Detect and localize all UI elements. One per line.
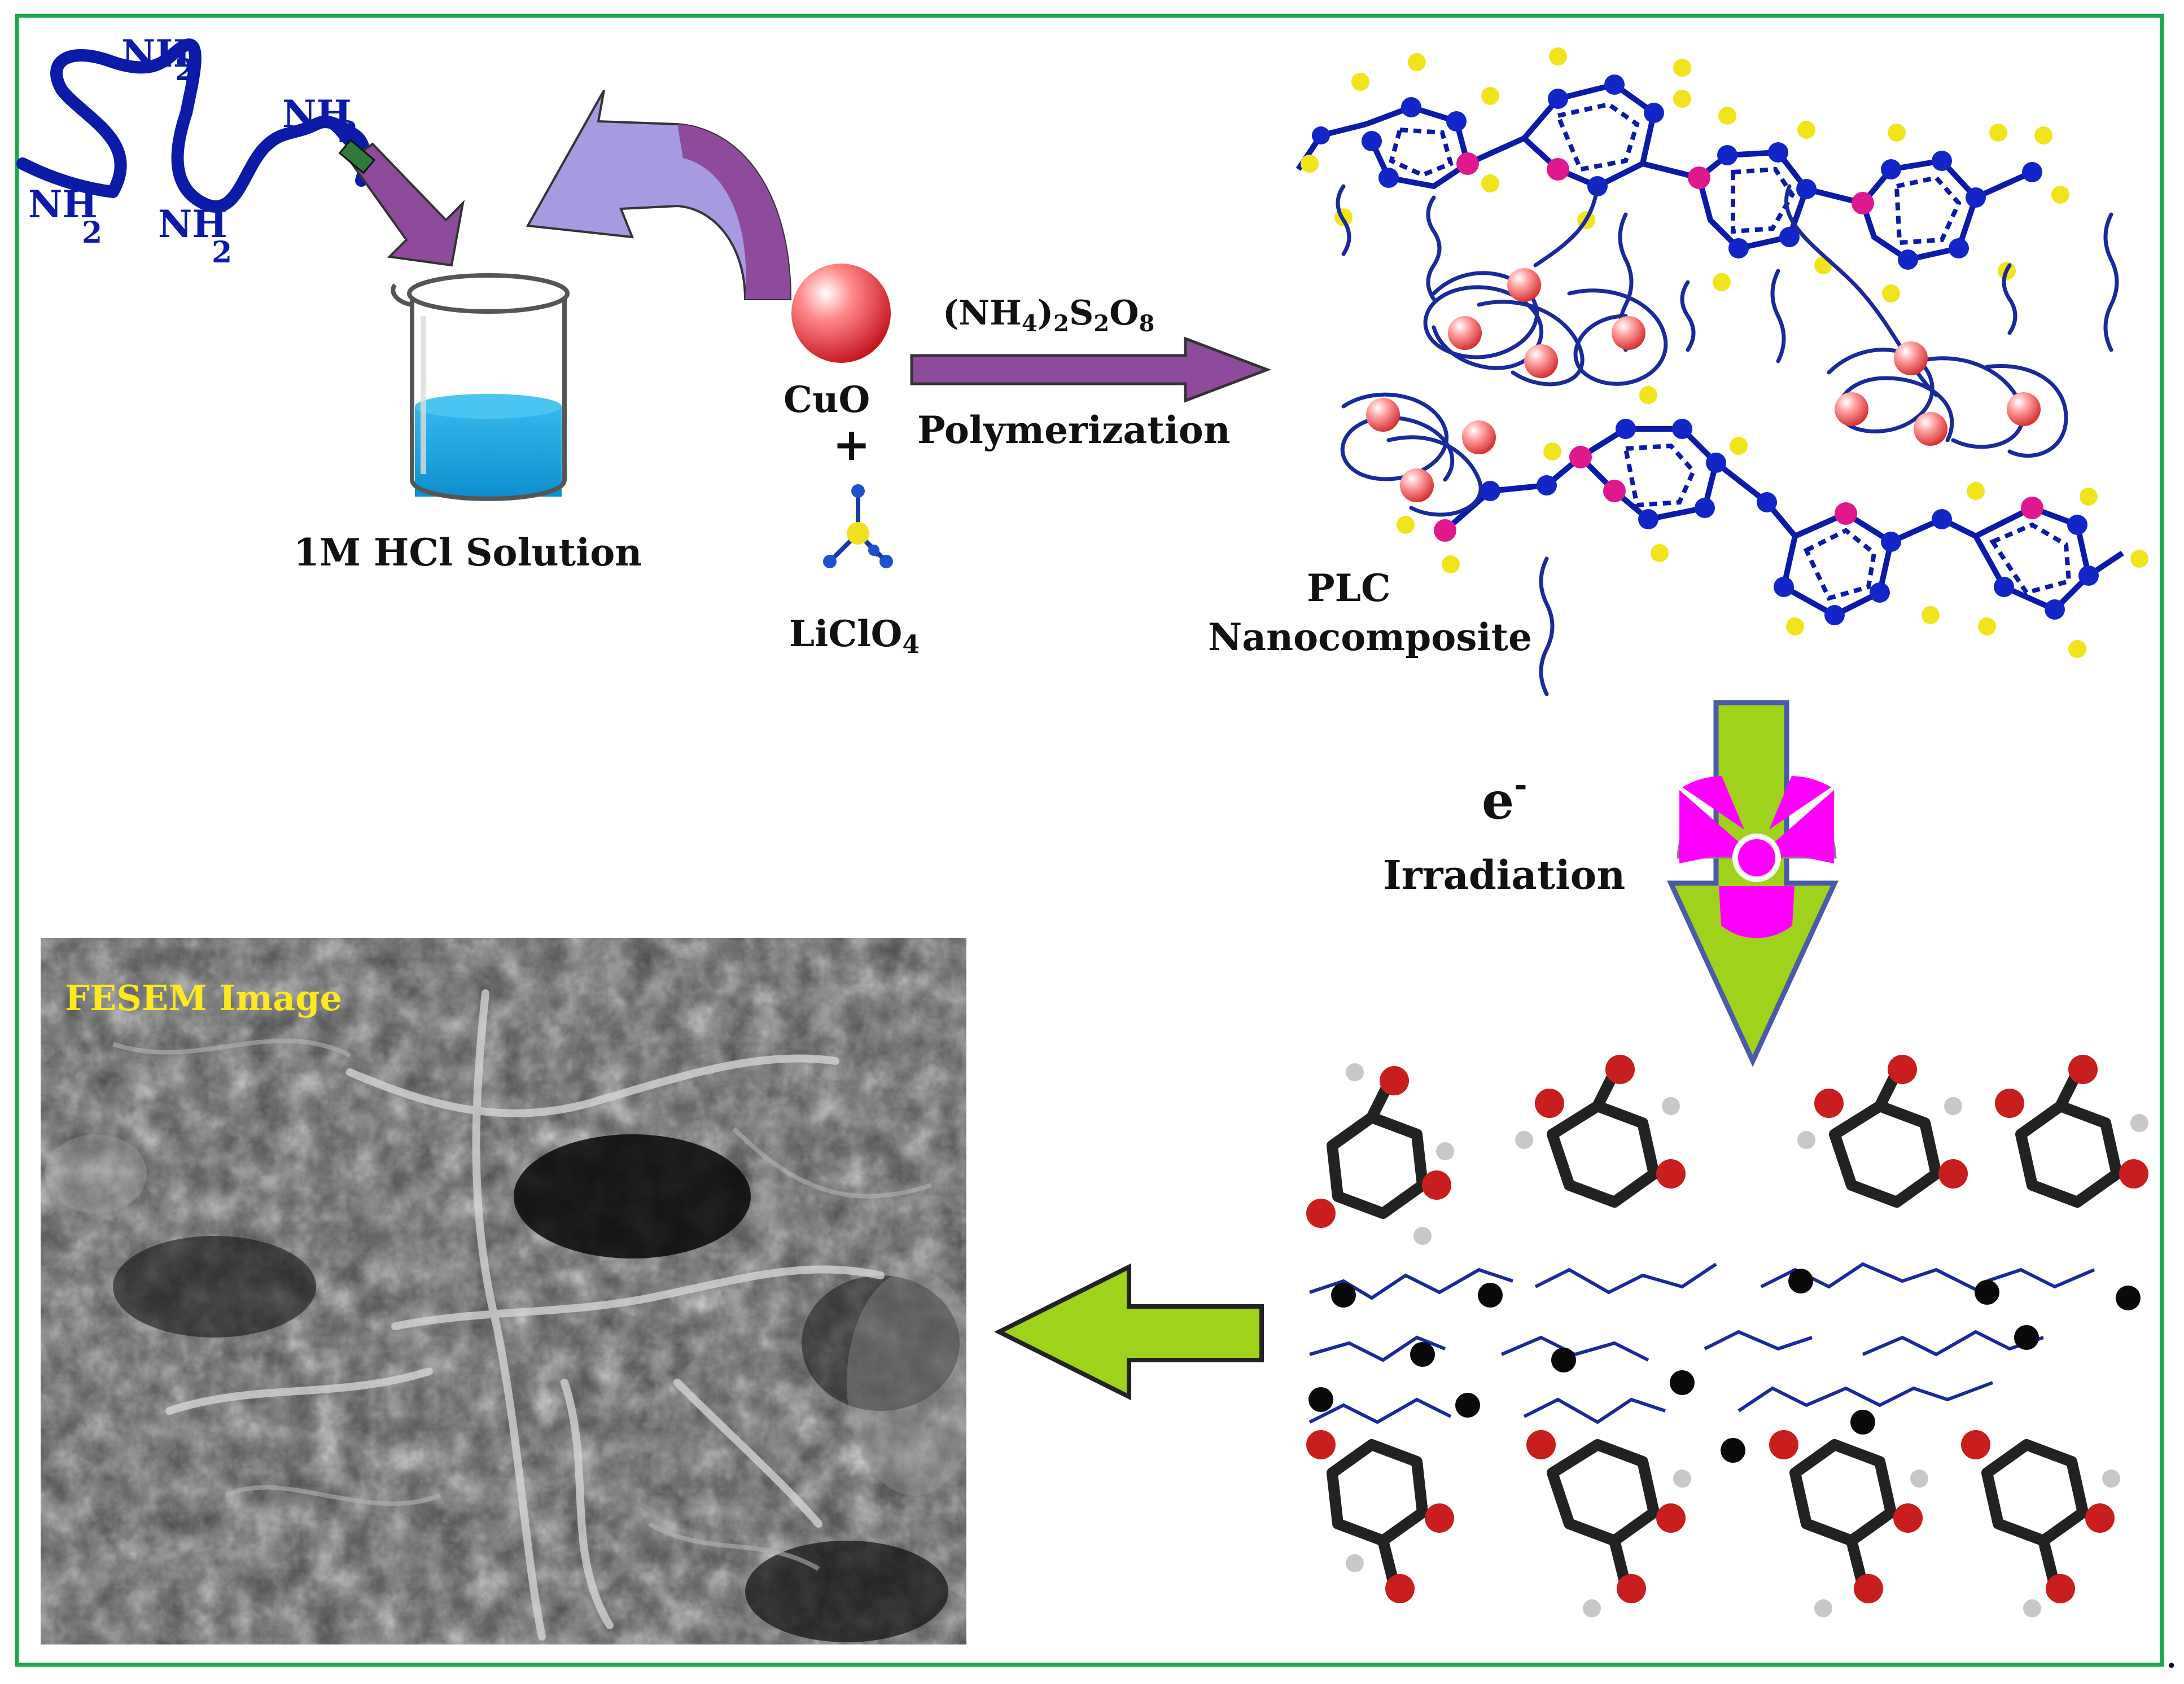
polymerization-label: Polymerization <box>917 408 1231 452</box>
amine-subscript: 2 <box>82 216 102 250</box>
cuo-addition-arrow-icon <box>526 90 792 300</box>
amine-text: NH <box>282 92 352 136</box>
amine-label-2: NH 2 <box>282 92 358 150</box>
fesem-label: FESEM Image <box>65 977 342 1019</box>
amine-label-4: NH 2 <box>158 202 232 270</box>
sphere-icon <box>791 264 891 363</box>
amine-label-1: NH 2 <box>121 32 195 87</box>
fesem-image <box>41 938 966 1644</box>
amine-subscript: 2 <box>212 235 232 270</box>
irradiated-structure <box>1306 1055 2148 1617</box>
plc-label-line1: PLC <box>1307 566 1391 610</box>
tetrahedral-molecule-icon <box>823 484 893 568</box>
amine-subscript: 2 <box>175 53 195 87</box>
persulfate-label: (NH4)2S2O8 <box>943 293 1154 337</box>
hcl-solution-label: 1M HCl Solution <box>294 530 642 575</box>
amine-text: NH <box>28 182 98 226</box>
radiation-trefoil-icon <box>1677 776 1837 939</box>
trailing-period: . <box>2167 1641 2176 1674</box>
polymerization-arrow-icon <box>910 336 1272 403</box>
amine-text: NH <box>121 32 191 76</box>
amine-label-3: NH 2 <box>28 182 102 250</box>
cuo-label: CuO <box>784 379 870 421</box>
addition-arrow-icon <box>338 139 465 267</box>
plus-sign: + <box>833 418 870 471</box>
irradiation-arrow-icon <box>1666 700 1839 1067</box>
liclo4-label: LiClO4 <box>789 613 920 659</box>
result-arrow-icon <box>994 1263 1264 1401</box>
frame-border <box>15 14 2164 1667</box>
electron-label: e- <box>1482 766 1528 831</box>
plc-label-line2: Nanocomposite <box>1208 615 1532 659</box>
irradiation-label: Irradiation <box>1383 852 1625 898</box>
plc-nanocomposite-structure <box>1295 47 2148 696</box>
amine-text: NH <box>158 202 227 246</box>
beaker-icon <box>391 273 570 501</box>
